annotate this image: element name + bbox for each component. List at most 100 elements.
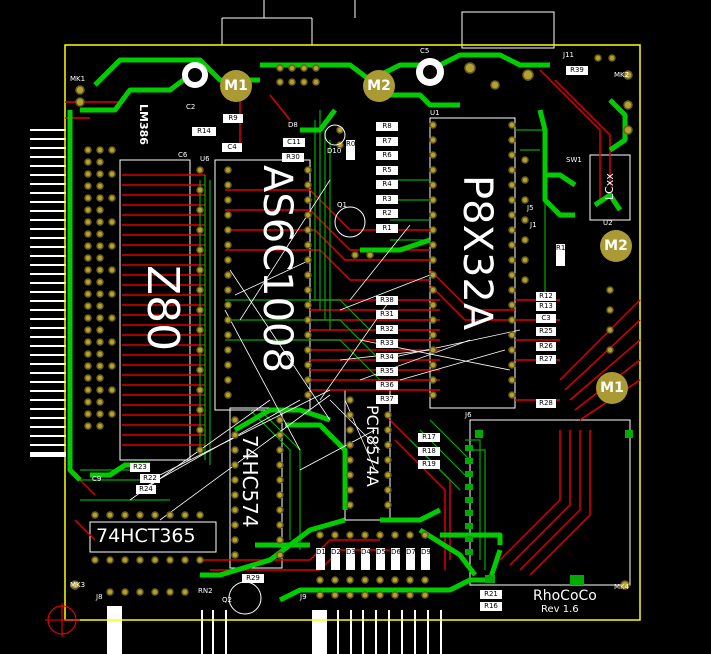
r19-box: R19 [418, 460, 440, 469]
edge-finger-bottom [30, 452, 66, 457]
r31-box: R31 [376, 310, 398, 319]
q1-outline [334, 206, 366, 238]
q1-label: Q1 [337, 201, 347, 209]
m2-top-label: M2 [367, 78, 391, 94]
misc-pads [70, 54, 633, 599]
r38-box: R38 [376, 296, 398, 305]
top-connector-outline [221, 0, 555, 49]
ram-pads [224, 166, 312, 399]
u2-label: U2 [603, 219, 613, 227]
mcu-label: P8X32A [454, 175, 500, 331]
d5-box: D5 [376, 548, 386, 570]
lm386-label: LM386 [137, 104, 150, 145]
r5-box: R5 [376, 166, 398, 175]
edge-connector-left [30, 129, 66, 455]
c9-label: C9 [92, 475, 102, 483]
r29-box: R29 [242, 574, 264, 583]
r24-box: R24 [136, 485, 156, 494]
c2-label: C2 [186, 103, 196, 111]
c5-capacitor-hole [423, 65, 437, 79]
d7-box: D7 [406, 548, 416, 570]
j6-label: J6 [465, 411, 472, 419]
d8-label: D8 [288, 121, 298, 129]
c5-label: C5 [420, 47, 430, 55]
j5-label: J5 [527, 204, 534, 212]
r36-box: R36 [376, 381, 398, 390]
bottom-connector-outline [107, 606, 442, 654]
expander-label: PCF8574A [363, 405, 382, 487]
r34-box: R34 [376, 353, 398, 362]
r3-box: R3 [376, 195, 398, 204]
mk3-label: MK3 [70, 581, 86, 589]
power-traces [67, 52, 628, 603]
r1-box: R1 [376, 224, 398, 233]
m1-top-label: M1 [224, 78, 248, 94]
j6-pads [465, 430, 633, 585]
z80-pads [84, 146, 204, 454]
r39-box: R39 [566, 66, 588, 75]
d2-box: D2 [331, 548, 341, 570]
r25-box: R25 [536, 327, 556, 336]
r22-box: R22 [140, 474, 160, 483]
ratsnest [129, 179, 521, 521]
mk1-label: MK1 [70, 75, 86, 83]
board-revision: Rev 1.6 [541, 604, 579, 615]
rn2-label: RN2 [198, 587, 213, 595]
r2-box: R2 [376, 209, 398, 218]
j9-label: J9 [300, 593, 307, 601]
mk2-label: MK2 [614, 71, 630, 79]
m1-right-label: M1 [600, 380, 624, 396]
r27-box: R27 [536, 355, 556, 364]
bottom-finger-1 [108, 606, 121, 654]
r28-box: R28 [536, 399, 556, 408]
r0-box: R0 [346, 140, 355, 160]
u1-label: U1 [430, 109, 440, 117]
mk4-label: MK4 [614, 583, 630, 591]
r4-box: R4 [376, 180, 398, 189]
sw1-label: SW1 [566, 156, 582, 164]
buffer-label: 74HCT365 [96, 525, 196, 547]
d9-box: D9 [421, 548, 431, 570]
bottom-finger-2 [313, 610, 326, 654]
lcxx-label: LCxx [603, 173, 616, 200]
back-copper [80, 110, 546, 570]
c4-box: C4 [222, 143, 242, 152]
j8-label: J8 [96, 593, 103, 601]
c6-label: C6 [178, 151, 188, 159]
r30-box: R30 [282, 153, 304, 162]
m1-right-hole: M1 [596, 372, 628, 404]
r13-box: R13 [536, 302, 556, 311]
r8-box: R8 [376, 122, 398, 131]
j1-label: J1 [530, 221, 537, 229]
r16-box: R16 [480, 602, 502, 611]
board-edge [64, 44, 641, 621]
d10-outline [324, 124, 346, 146]
r32-box: R32 [376, 325, 398, 334]
c11-box: C11 [283, 138, 305, 147]
c2-capacitor-hole [188, 68, 202, 82]
m2-top-hole: M2 [363, 70, 395, 102]
latch-label: 74HC574 [238, 435, 262, 528]
c3-box: C3 [536, 314, 556, 323]
r14-box: R14 [192, 127, 216, 136]
q2-outline [228, 581, 262, 615]
r23-box: R23 [130, 463, 150, 472]
board-name: RhoCoCo [533, 588, 597, 604]
m2-right-label: M2 [604, 238, 628, 254]
d4-box: D4 [361, 548, 371, 570]
j11-label: J11 [563, 51, 574, 59]
r10-box: R10 [556, 244, 570, 266]
r6-box: R6 [376, 151, 398, 160]
mcu-pads [429, 121, 529, 399]
r35-box: R35 [376, 367, 398, 376]
r18-box: R18 [418, 447, 440, 456]
r26-box: R26 [536, 342, 556, 351]
r12-box: R12 [536, 292, 556, 301]
d1-box: D1 [316, 548, 326, 570]
r37-box: R37 [376, 395, 398, 404]
r17-box: R17 [418, 433, 440, 442]
q2-label: Q2 [222, 596, 232, 604]
d3-box: D3 [346, 548, 356, 570]
m2-right-hole: M2 [600, 230, 632, 262]
